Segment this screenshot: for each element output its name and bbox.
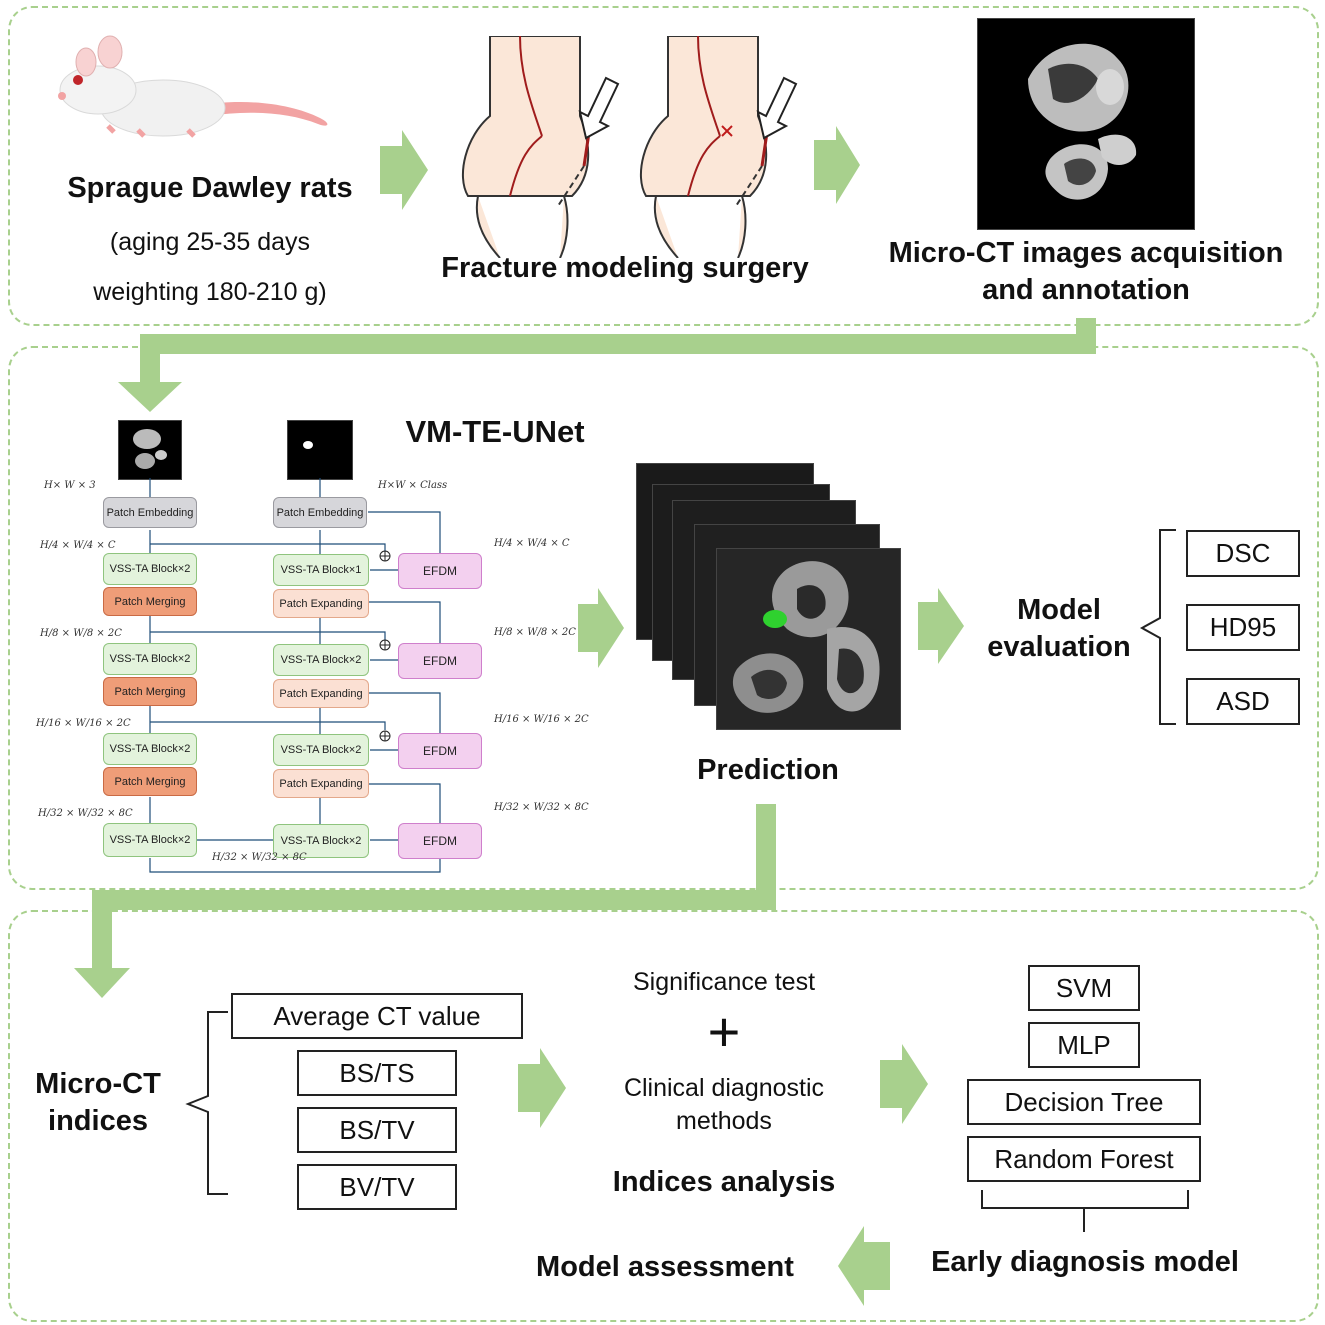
bottom-panel: [8, 910, 1319, 1322]
clinical-line1: Clinical diagnostic: [623, 1074, 825, 1102]
model-title: VM-TE-UNet: [405, 414, 585, 449]
surgery-label: Fracture modeling surgery: [441, 252, 809, 284]
evaluation-line2: evaluation: [987, 631, 1131, 663]
dim-left-2: H/8 × W/8 × 2C: [40, 628, 122, 639]
model-mlp: MLP: [1028, 1022, 1140, 1068]
patch-expanding-3: Patch Expanding: [273, 769, 369, 798]
patch-merging-2: Patch Merging: [103, 677, 197, 706]
output-dim: H×W × Class: [378, 480, 448, 491]
patch-embedding-encoder: Patch Embedding: [103, 497, 197, 528]
dim-left-4: H/32 × W/32 × 8C: [38, 808, 133, 819]
rats-title: Sprague Dawley rats: [67, 172, 353, 204]
patch-merging-3: Patch Merging: [103, 767, 197, 796]
microct-label-line2: and annotation: [982, 274, 1190, 306]
early-model-label: Early diagnosis model: [931, 1246, 1239, 1278]
encoder-block-1: VSS-TA Block×2: [103, 553, 197, 585]
evaluation-line1: Model: [1017, 594, 1101, 626]
model-svm: SVM: [1028, 965, 1140, 1011]
clinical-line2: methods: [676, 1107, 772, 1135]
input-image: [118, 420, 182, 480]
decoder-block-2: VSS-TA Block×2: [273, 644, 369, 676]
green-arrow: [880, 1044, 928, 1124]
index-bs-tv: BS/TV: [297, 1107, 457, 1153]
green-arrow: [814, 126, 860, 204]
indices-line2: indices: [48, 1105, 148, 1137]
prediction-label: Prediction: [697, 754, 839, 786]
green-arrow: [380, 130, 428, 210]
rats-age: (aging 25-35 days: [109, 228, 311, 256]
top-panel: [8, 6, 1319, 326]
dim-right-2: H/8 × W/8 × 2C: [494, 627, 576, 638]
patch-embedding-decoder: Patch Embedding: [273, 497, 367, 528]
models-bracket: [981, 1190, 1189, 1232]
green-arrow: [518, 1048, 566, 1128]
encoder-block-3: VSS-TA Block×2: [103, 733, 197, 765]
rat-illustration: [58, 35, 328, 138]
evaluation-bracket: [1139, 529, 1176, 725]
decoder-block-1: VSS-TA Block×1: [273, 554, 369, 586]
green-arrow: [838, 1226, 890, 1306]
metric-dsc: DSC: [1186, 530, 1300, 577]
decoder-block-4: VSS-TA Block×2: [273, 824, 369, 858]
significance-test: Significance test: [632, 968, 816, 996]
green-arrow: [578, 588, 624, 668]
model-random-forest: Random Forest: [967, 1136, 1201, 1182]
microct-label-line1: Micro-CT images acquisition: [888, 237, 1284, 269]
dim-right-3: H/16 × W/16 × 2C: [494, 714, 589, 725]
dim-right-1: H/4 × W/4 × C: [494, 538, 570, 549]
avg-ct-value: Average CT value: [231, 993, 523, 1039]
indices-bracket: [185, 1011, 228, 1195]
dim-left-1: H/4 × W/4 × C: [40, 540, 116, 551]
efdm-3: EFDM: [398, 733, 482, 769]
dim-right-4: H/32 × W/32 × 8C: [494, 802, 589, 813]
assessment-label: Model assessment: [536, 1251, 794, 1283]
patch-merging-1: Patch Merging: [103, 587, 197, 616]
dim-bottom: H/32 × W/32 × 8C: [212, 852, 307, 863]
rats-weight: weighting 180-210 g): [93, 278, 327, 306]
knee-fracture-illustration: [461, 36, 798, 258]
microct-image: [977, 18, 1195, 230]
encoder-block-2: VSS-TA Block×2: [103, 643, 197, 675]
input-dim: H× W × 3: [44, 480, 96, 491]
green-arrow: [918, 588, 964, 664]
patch-expanding-1: Patch Expanding: [273, 589, 369, 618]
metric-hd95: HD95: [1186, 604, 1300, 651]
dim-left-3: H/16 × W/16 × 2C: [36, 718, 131, 729]
encoder-block-4: VSS-TA Block×2: [103, 823, 197, 857]
indices-line1: Micro-CT: [35, 1068, 161, 1100]
index-bs-ts: BS/TS: [297, 1050, 457, 1096]
metric-asd: ASD: [1186, 678, 1300, 725]
patch-expanding-2: Patch Expanding: [273, 679, 369, 708]
efdm-4: EFDM: [398, 823, 482, 859]
plus-sign: +: [707, 1000, 741, 1063]
prediction-slice-front: [716, 548, 901, 730]
efdm-1: EFDM: [398, 553, 482, 589]
decoder-block-3: VSS-TA Block×2: [273, 734, 369, 766]
efdm-2: EFDM: [398, 643, 482, 679]
indices-analysis-label: Indices analysis: [612, 1166, 836, 1198]
index-bv-tv: BV/TV: [297, 1164, 457, 1210]
model-decision-tree: Decision Tree: [967, 1079, 1201, 1125]
